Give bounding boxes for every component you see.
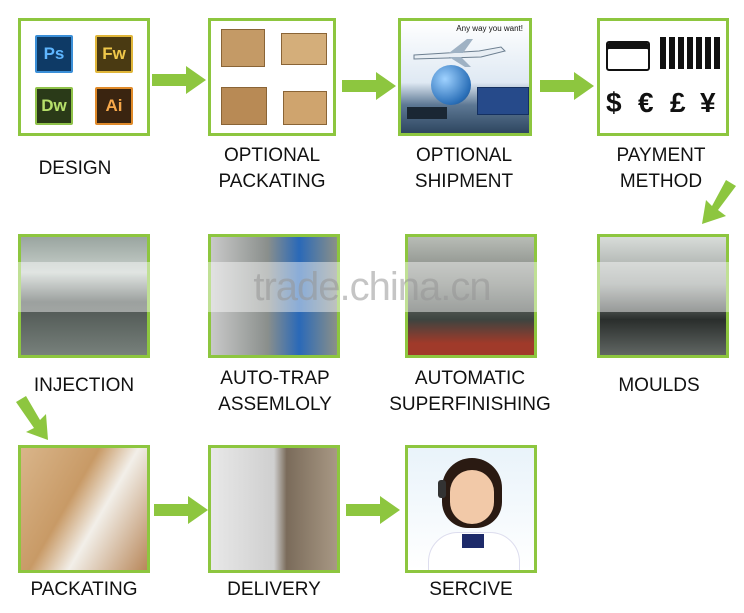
assembly-tile <box>208 234 340 358</box>
dollar-icon: $ <box>606 87 622 118</box>
green-arrow-icon <box>152 66 206 94</box>
euro-icon: € <box>638 87 654 118</box>
shipment-slogan: Any way you want! <box>456 24 523 33</box>
watermark: trade.china.cn <box>0 262 744 312</box>
green-arrow-icon <box>346 496 400 524</box>
green-arrow-icon <box>16 396 48 440</box>
injection-tile <box>18 234 150 358</box>
assembly-photo <box>211 237 337 355</box>
packing-photo <box>21 448 147 570</box>
payment-tile: $ € £ ¥ <box>597 18 729 136</box>
truck-icon <box>477 87 529 115</box>
step-label: SERCIVE <box>429 579 513 600</box>
service-tile <box>405 445 537 573</box>
dreamweaver-icon: Dw <box>35 87 73 125</box>
step-label: PACKATING <box>30 579 138 600</box>
ship-icon <box>407 107 447 119</box>
globe-icon <box>431 65 471 105</box>
step-label: MOULDS <box>618 375 700 396</box>
green-arrow-icon <box>154 496 208 524</box>
packing-tile <box>18 445 150 573</box>
fireworks-icon: Fw <box>95 35 133 73</box>
green-arrow-icon <box>702 180 736 224</box>
superfinishing-photo <box>408 237 534 355</box>
yen-icon: ¥ <box>700 87 716 118</box>
agent-face <box>450 470 494 524</box>
delivery-photo <box>211 448 337 570</box>
step-label: DELIVERY <box>227 579 321 600</box>
credit-card-icon <box>606 41 650 71</box>
carton-box-icon <box>221 87 267 125</box>
green-arrow-icon <box>342 72 396 100</box>
packaging-tile <box>208 18 336 136</box>
injection-photo <box>21 237 147 355</box>
step-label: INJECTION <box>33 375 135 396</box>
step-label: DESIGN <box>38 158 112 179</box>
photoshop-icon: Ps <box>35 35 73 73</box>
bow-tie <box>462 534 484 548</box>
moulds-tile <box>597 234 729 358</box>
airplane-icon <box>413 39 506 67</box>
shipment-tile: Any way you want! <box>398 18 532 136</box>
headset-icon <box>438 480 446 498</box>
moulds-photo <box>600 237 726 355</box>
carton-box-icon <box>221 29 265 67</box>
illustrator-icon: Ai <box>95 87 133 125</box>
cash-icon <box>660 37 722 69</box>
carton-box-icon <box>283 91 327 125</box>
green-arrow-icon <box>540 72 594 100</box>
design-tile: Ps Fw Dw Ai <box>18 18 150 136</box>
pound-icon: £ <box>670 87 686 118</box>
superfinishing-tile <box>405 234 537 358</box>
carton-box-icon <box>281 33 327 65</box>
delivery-tile <box>208 445 340 573</box>
